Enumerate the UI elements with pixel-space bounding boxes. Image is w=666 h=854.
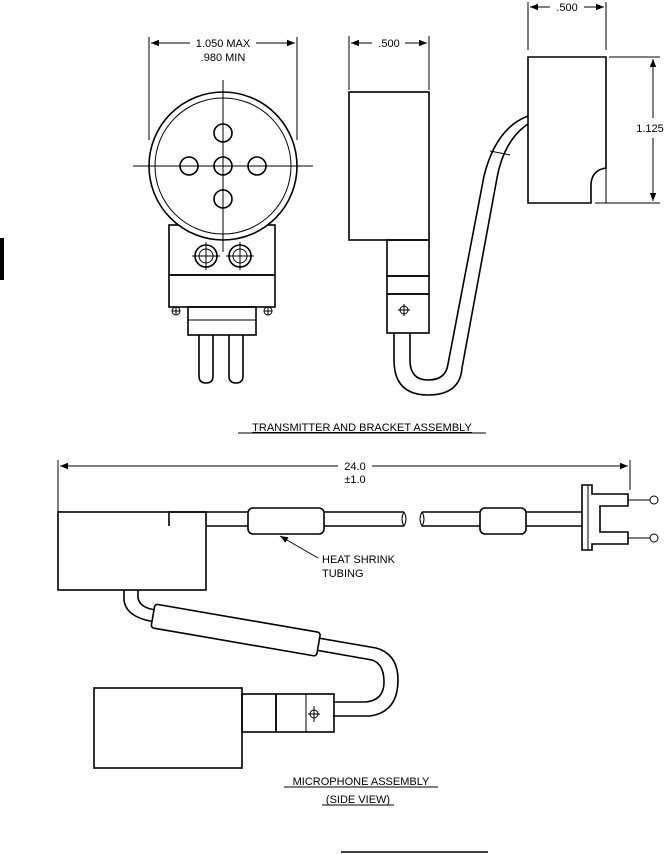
- dim-height-label: 1.125: [636, 123, 664, 135]
- dim-width-mid-label: .500: [378, 38, 399, 50]
- heat-shrink-callout-line1: HEAT SHRINK: [322, 554, 396, 566]
- microphone-caption-line2: (SIDE VIEW): [326, 794, 390, 806]
- transmitter-caption: TRANSMITTER AND BRACKET ASSEMBLY: [252, 422, 472, 434]
- dim-min-label: .980 MIN: [201, 52, 246, 64]
- microphone-caption-line1: MICROPHONE ASSEMBLY: [293, 776, 430, 788]
- transmitter-side-view: [348, 36, 511, 396]
- dim-width-right-label: .500: [556, 2, 577, 14]
- dim-max-label: 1.050 MAX: [196, 38, 251, 50]
- heat-shrink-callout-line2: TUBING: [322, 568, 364, 580]
- bracket-right-view: [483, 2, 660, 204]
- transmitter-front-view: [133, 37, 313, 384]
- microphone-assembly: [57, 460, 659, 769]
- dim-tolerance-label: ±1.0: [344, 474, 365, 486]
- dim-length-label: 24.0: [344, 461, 365, 473]
- margin-tab: [0, 238, 4, 280]
